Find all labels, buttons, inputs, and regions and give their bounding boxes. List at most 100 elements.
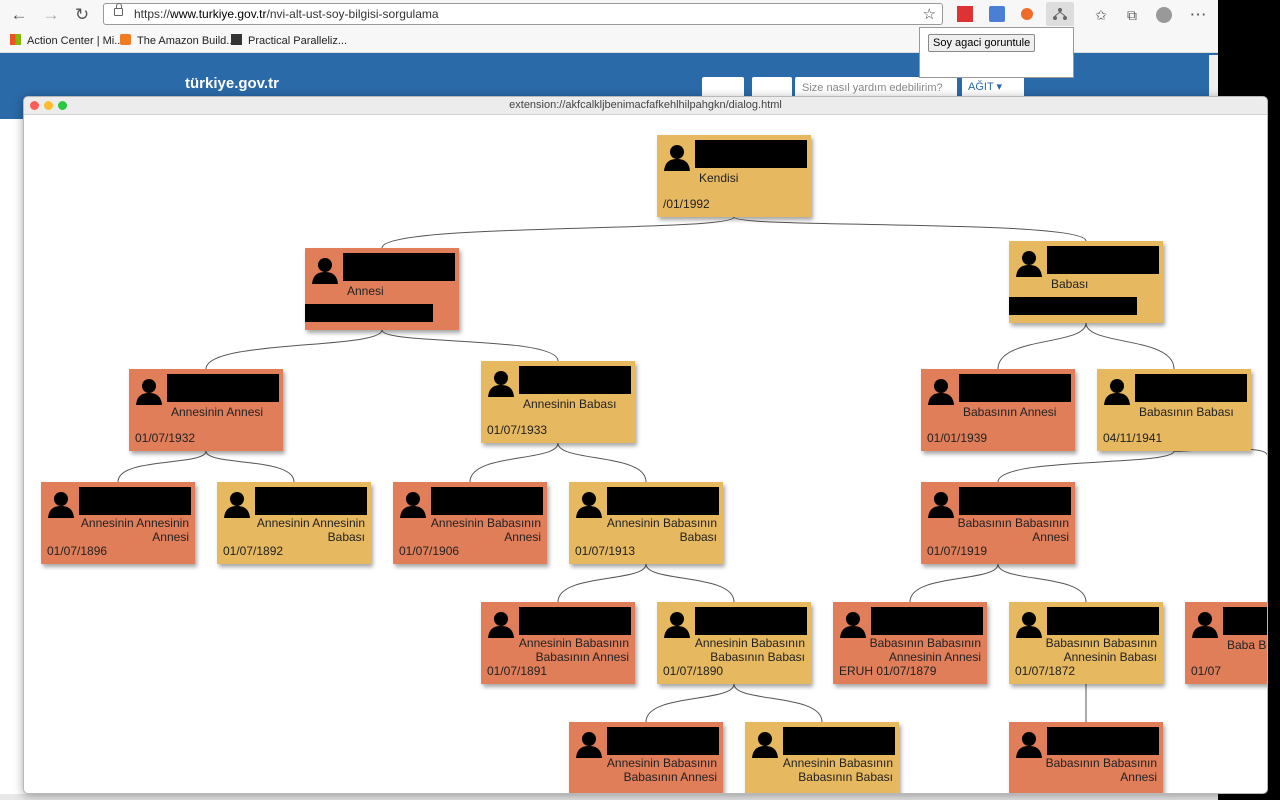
tree-link bbox=[381, 329, 559, 362]
tree-link bbox=[997, 450, 1175, 483]
person-silhouette-icon bbox=[927, 490, 955, 518]
person-card-cut-right[interactable]: Baba Babasının A01/07 bbox=[1185, 602, 1267, 684]
show-family-tree-button[interactable]: Soy agaci goruntule bbox=[928, 34, 1036, 52]
redacted-name bbox=[871, 607, 983, 635]
bookmark-practical-parallel[interactable]: Practical Paralleliz... bbox=[231, 34, 347, 47]
collections-icon[interactable]: ⧉ bbox=[1127, 7, 1137, 23]
birth-date: 01/07/1896 bbox=[47, 544, 108, 558]
person-silhouette-icon bbox=[927, 377, 955, 405]
redacted-date bbox=[1009, 297, 1137, 315]
redacted-name bbox=[607, 727, 719, 755]
dialog-titlebar[interactable]: extension://akfcalkljbenimacfafkehlhilpa… bbox=[24, 97, 1267, 115]
redacted-name bbox=[255, 487, 367, 515]
browser-toolbar: ← → ↻ https://www.turkiye.gov.tr/nvi-alt… bbox=[0, 0, 1218, 30]
forward-icon[interactable]: → bbox=[42, 5, 60, 24]
redacted-name bbox=[519, 607, 631, 635]
relation-label: Annesinin Annesi bbox=[171, 405, 264, 419]
accessibility-button[interactable] bbox=[702, 77, 744, 99]
url-text[interactable]: https://www.turkiye.gov.tr/nvi-alt-ust-s… bbox=[134, 7, 439, 21]
translate-extension-icon[interactable] bbox=[989, 6, 1005, 22]
relation-label: Babasının Babasının Annesi bbox=[1045, 756, 1157, 784]
person-card-father[interactable]: Babası bbox=[1009, 241, 1163, 323]
tree-link bbox=[557, 563, 647, 603]
relation-label: Babasının Babası bbox=[1139, 405, 1234, 419]
person-card-mother[interactable]: Annesi bbox=[305, 248, 459, 330]
relation-label: Annesinin Babasının Annesi bbox=[430, 516, 541, 544]
bookmark-action-center[interactable]: Action Center | Mi... bbox=[10, 34, 123, 47]
redacted-name bbox=[783, 727, 895, 755]
person-card-self[interactable]: Kendisi/01/1992 bbox=[657, 135, 811, 217]
tree-link bbox=[117, 450, 207, 483]
site-logo[interactable]: türkiye.gov.tr bbox=[185, 75, 279, 92]
tree-link bbox=[733, 216, 1087, 242]
user-name: AĞIT bbox=[968, 81, 994, 93]
tree-link bbox=[557, 442, 647, 483]
relation-label: Annesinin Annesinin Babası bbox=[256, 516, 365, 544]
minimize-window-button[interactable] bbox=[44, 101, 53, 110]
person-card-g5-3[interactable]: Babasının Babasının Annesi bbox=[1009, 722, 1163, 793]
book-icon bbox=[231, 34, 242, 45]
birth-date: 01/07/1890 bbox=[663, 664, 724, 678]
site-search-input[interactable]: Size nasıl yardım edebilirim? bbox=[795, 77, 957, 99]
person-silhouette-icon bbox=[663, 610, 691, 638]
url-scheme: https:// bbox=[134, 7, 171, 21]
tree-links bbox=[117, 216, 1267, 723]
extension-popup: Soy agaci goruntule bbox=[919, 27, 1074, 78]
tree-link bbox=[205, 450, 295, 483]
extension-1-icon[interactable] bbox=[957, 6, 973, 22]
back-icon[interactable]: ← bbox=[10, 5, 28, 24]
relation-label: Kendisi bbox=[699, 171, 739, 185]
refresh-icon[interactable]: ↻ bbox=[74, 5, 90, 24]
person-silhouette-icon bbox=[1191, 610, 1219, 638]
birth-date: ERUH 01/07/1879 bbox=[839, 664, 937, 678]
tree-link bbox=[1085, 322, 1175, 370]
address-bar[interactable]: https://www.turkiye.gov.tr/nvi-alt-ust-s… bbox=[103, 3, 943, 25]
person-silhouette-icon bbox=[839, 610, 867, 638]
more-menu-icon[interactable]: ⋯ bbox=[1189, 5, 1207, 24]
extension-3-icon[interactable] bbox=[1021, 8, 1033, 20]
redacted-name bbox=[79, 487, 191, 515]
bookmark-label: Action Center | Mi... bbox=[27, 35, 124, 47]
relation-label: Babasının Annesi bbox=[963, 405, 1057, 419]
person-silhouette-icon bbox=[487, 610, 515, 638]
favorite-star-icon[interactable]: ☆ bbox=[922, 6, 936, 23]
tree-link bbox=[733, 683, 823, 723]
person-card-g5-1[interactable]: Annesinin Babasının Babasının Annesi bbox=[569, 722, 723, 793]
tree-link bbox=[645, 683, 735, 723]
user-menu-button[interactable]: AĞIT ▾ bbox=[962, 78, 1024, 96]
bookmark-amazon-build[interactable]: The Amazon Build... bbox=[120, 34, 235, 47]
redacted-name bbox=[1047, 607, 1159, 635]
relation-label: Babasının Babasının Annesi bbox=[957, 516, 1069, 544]
redacted-name bbox=[959, 374, 1071, 402]
relation-label: Annesinin Babasının Babasının Annesi bbox=[518, 636, 629, 664]
redacted-name bbox=[1047, 727, 1159, 755]
close-window-button[interactable] bbox=[30, 101, 39, 110]
id-card-button[interactable] bbox=[752, 77, 792, 99]
redacted-name bbox=[1047, 246, 1159, 274]
family-tree-extension-icon[interactable] bbox=[1046, 2, 1074, 26]
profile-avatar[interactable] bbox=[1153, 4, 1175, 26]
relation-label: Annesinin Babasının Babasının Babası bbox=[782, 756, 893, 784]
favorites-icon[interactable]: ✩ bbox=[1095, 7, 1107, 23]
person-card-g5-2[interactable]: Annesinin Babasının Babasının Babası bbox=[745, 722, 899, 793]
zoom-window-button[interactable] bbox=[58, 101, 67, 110]
tree-link bbox=[909, 563, 999, 603]
dialog-title: extension://akfcalkljbenimacfafkehlhilpa… bbox=[509, 99, 782, 111]
tree-link bbox=[205, 329, 383, 370]
birth-date: 01/07 bbox=[1191, 664, 1222, 678]
person-silhouette-icon bbox=[487, 369, 515, 397]
